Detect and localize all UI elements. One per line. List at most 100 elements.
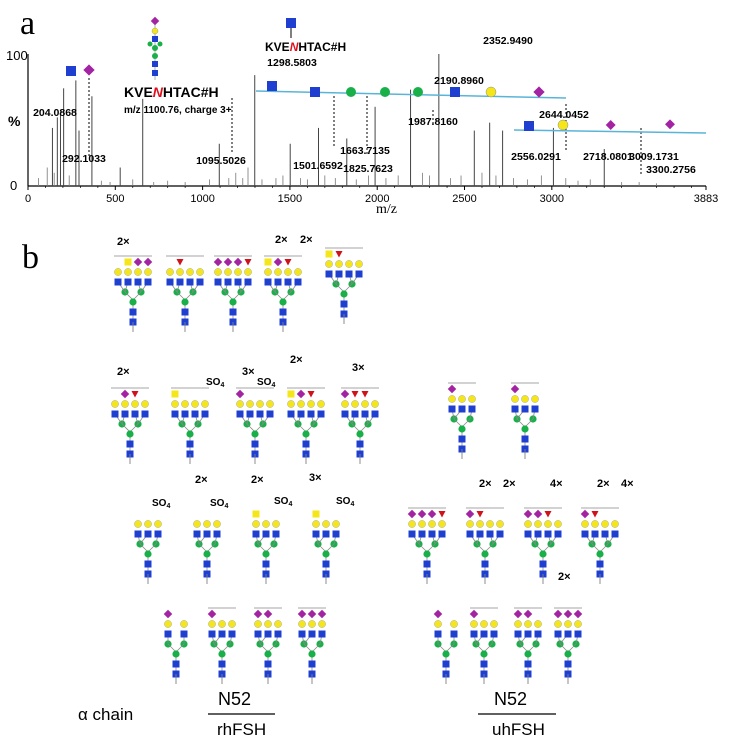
hexnac-square-icon xyxy=(251,440,259,448)
hexnac-square-icon xyxy=(341,410,349,418)
galnac-square-icon xyxy=(124,258,132,266)
peak-label: 1298.5803 xyxy=(267,57,317,69)
hexose-circle-icon xyxy=(307,400,315,408)
fucose-triangle-icon xyxy=(438,511,446,518)
hexose-circle-icon xyxy=(480,650,488,658)
neuac-diamond-icon xyxy=(296,389,306,399)
multipliers: 2× 2× 2× 2× 3× 2× 3× 2× 2× 3× 2× 2× 4× 2… xyxy=(117,234,634,583)
hexose-circle-icon xyxy=(131,400,139,408)
hexose-circle-icon xyxy=(262,520,270,528)
hexnac-square-icon xyxy=(335,270,343,278)
peak-label: 1501.6592 xyxy=(293,160,343,172)
hexose-circle-icon xyxy=(144,268,152,276)
neuac-diamond-icon xyxy=(563,609,573,619)
hexose-circle-icon xyxy=(272,520,280,528)
hexose-circle-icon xyxy=(418,520,426,528)
svg-text:SO4: SO4 xyxy=(336,496,354,508)
peak-label: 292.1033 xyxy=(62,153,106,165)
hexose-circle-icon xyxy=(274,268,282,276)
hexnac-square-icon xyxy=(442,660,450,668)
site-label-rh: N52 xyxy=(218,689,251,709)
svg-text:SO4: SO4 xyxy=(274,496,292,508)
hexose-circle-icon xyxy=(318,620,326,628)
group-label-rh: rhFSH xyxy=(217,720,266,739)
svg-text:2×: 2× xyxy=(251,474,264,486)
hexose-circle-icon xyxy=(264,268,272,276)
hexose-circle-icon xyxy=(274,620,282,628)
hexose-circle-icon xyxy=(121,400,129,408)
hexose-circle-icon xyxy=(251,430,259,438)
hexnac-square-icon xyxy=(356,440,364,448)
peak-label: 1825.7623 xyxy=(343,163,393,175)
svg-text:2×: 2× xyxy=(558,571,571,583)
hexose-circle-icon xyxy=(144,520,152,528)
neuac-diamond-icon xyxy=(407,509,417,519)
svg-text:2×: 2× xyxy=(195,474,208,486)
hexnac-square-icon xyxy=(470,630,478,638)
y-zero-tick: 0 xyxy=(10,178,17,193)
hexose-circle-icon xyxy=(141,400,149,408)
hexnac-square-icon xyxy=(312,530,320,538)
svg-text:SO4: SO4 xyxy=(257,377,275,389)
svg-text:2×: 2× xyxy=(503,478,516,490)
hexose-circle-icon xyxy=(534,620,542,628)
hexnac-square-icon xyxy=(450,87,460,97)
hexnac-square-icon xyxy=(601,530,609,538)
hexnac-square-icon xyxy=(224,278,232,286)
fucose-triangle-icon xyxy=(476,511,484,518)
galnac-square-icon xyxy=(325,250,333,258)
gap-lines xyxy=(255,90,707,134)
neuac-diamond-icon xyxy=(417,509,427,519)
galnac-square-icon xyxy=(252,510,260,518)
hexose-circle-icon xyxy=(256,400,264,408)
hexnac-square-icon xyxy=(191,410,199,418)
hexose-circle-icon xyxy=(574,620,582,628)
hexnac-square-icon xyxy=(496,530,504,538)
hexose-circle-icon xyxy=(129,298,137,306)
hexose-circle-icon xyxy=(224,268,232,276)
hexnac-square-icon xyxy=(264,630,272,638)
hexose-circle-icon xyxy=(218,650,226,658)
hexose-circle-icon xyxy=(172,650,180,658)
y-axis-label: % xyxy=(8,113,21,129)
hexnac-square-icon xyxy=(554,530,562,538)
hexose-circle-icon xyxy=(317,400,325,408)
fucose-triangle-icon xyxy=(591,511,599,518)
hexnac-square-icon xyxy=(287,410,295,418)
neuac-diamond-icon xyxy=(83,64,95,76)
neuac-diamond-icon xyxy=(513,609,523,619)
hexnac-square-icon xyxy=(111,410,119,418)
hexose-circle-icon xyxy=(564,650,572,658)
hexose-circle-icon xyxy=(234,268,242,276)
hexnac-square-icon xyxy=(294,278,302,286)
neuac-diamond-icon xyxy=(533,509,543,519)
hexose-circle-icon xyxy=(181,298,189,306)
hexose-circle-icon xyxy=(458,425,466,433)
svg-text:2×: 2× xyxy=(479,478,492,490)
hexose-circle-icon xyxy=(346,87,356,97)
hexose-circle-icon xyxy=(279,298,287,306)
neuac-diamond-icon xyxy=(143,257,153,267)
peak-label: 2352.9490 xyxy=(483,35,533,47)
hexnac-square-icon xyxy=(298,630,306,638)
hexose-circle-icon xyxy=(144,550,152,558)
hexnac-square-icon xyxy=(244,278,252,286)
hexnac-square-icon xyxy=(564,630,572,638)
neuac-diamond-icon xyxy=(523,609,533,619)
fucose-triangle-icon xyxy=(335,251,343,258)
hexnac-square-icon xyxy=(228,630,236,638)
neuac-diamond-icon xyxy=(340,389,350,399)
svg-text:2×: 2× xyxy=(597,478,610,490)
svg-text:3×: 3× xyxy=(309,472,322,484)
hexnac-square-icon xyxy=(267,81,277,91)
hexnac-square-icon xyxy=(480,660,488,668)
hexnac-square-icon xyxy=(428,530,436,538)
hexose-circle-icon xyxy=(229,298,237,306)
hexnac-square-icon xyxy=(262,560,270,568)
neuac-diamond-icon xyxy=(120,389,130,399)
y-top-tick: 100 xyxy=(6,48,28,63)
hexose-circle-icon xyxy=(554,520,562,528)
hexose-circle-icon xyxy=(284,268,292,276)
hexnac-square-icon xyxy=(521,435,529,443)
